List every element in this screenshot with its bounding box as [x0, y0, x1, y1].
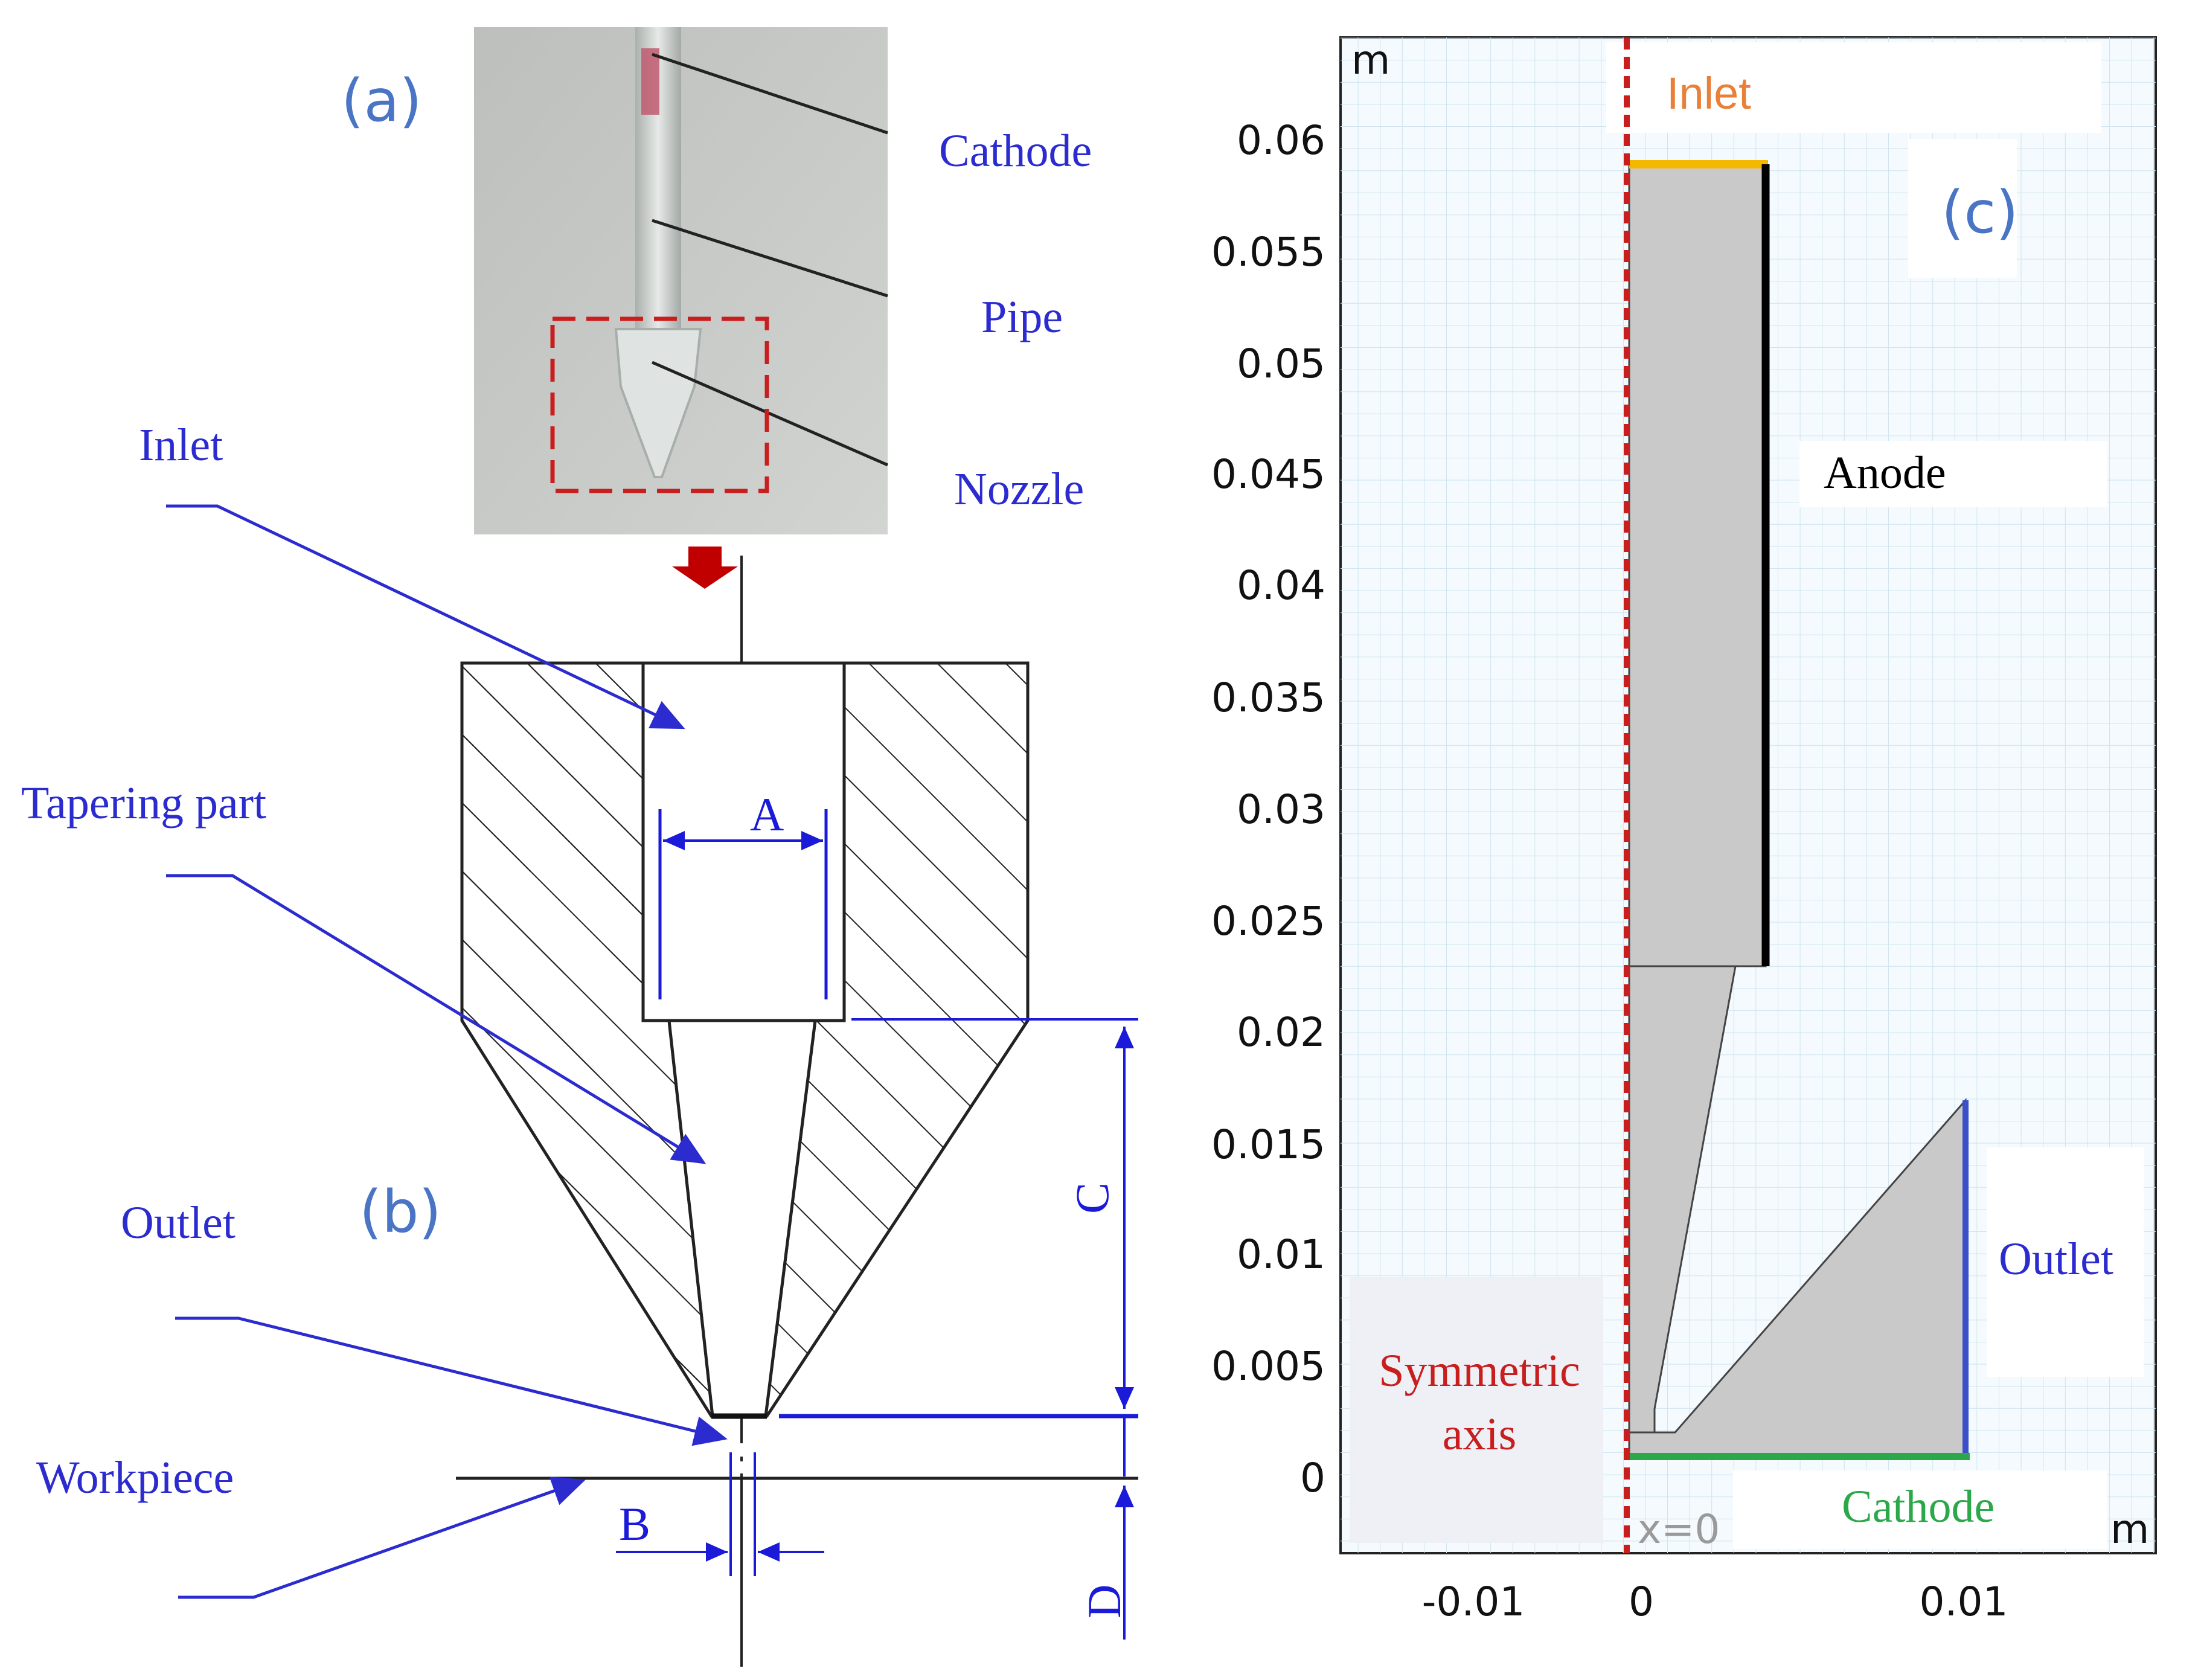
label-inlet: Inlet [139, 420, 223, 470]
panel-b-id: (b) [359, 1178, 441, 1246]
y-tick: 0.035 [1211, 675, 1325, 721]
y-tick: 0 [1300, 1455, 1325, 1501]
y-tick: 0.03 [1237, 786, 1325, 833]
label-symmetric-axis-2: axis [1443, 1409, 1516, 1460]
axis-marker-x0: x=0 [1638, 1506, 1720, 1553]
inlet-leader-arrow [166, 504, 685, 729]
label-outlet-b: Outlet [121, 1197, 236, 1248]
label-cathode-c: Cathode [1842, 1481, 1995, 1532]
label-anode: Anode [1824, 447, 1946, 498]
y-tick: 0.02 [1237, 1009, 1325, 1056]
y-tick: 0.06 [1237, 117, 1325, 164]
label-nozzle: Nozzle [954, 464, 1084, 515]
label-tapering-part: Tapering part [21, 778, 266, 829]
y-tick: 0.05 [1237, 341, 1325, 387]
panel-b: A C D B Inlet Tapering part (b) Outlet W… [21, 420, 1138, 1667]
label-symmetric-axis: Symmetric [1379, 1345, 1580, 1396]
panel-c: 0.06 0.055 0.05 0.045 0.04 0.035 0.03 0.… [1211, 36, 2157, 1625]
y-tick: 0.005 [1211, 1343, 1325, 1390]
label-workpiece: Workpiece [36, 1452, 234, 1503]
label-pipe: Pipe [981, 292, 1063, 342]
pipe-leader [652, 219, 888, 298]
y-tick: 0.04 [1237, 562, 1325, 609]
panel-a: (a) Cathode Pipe Nozzle [341, 27, 1092, 589]
y-unit-label: m [1351, 37, 1390, 83]
y-tick: 0.025 [1211, 898, 1325, 944]
workpiece-leader-arrow [178, 1476, 586, 1599]
y-axis-ticks: 0.06 0.055 0.05 0.045 0.04 0.035 0.03 0.… [1211, 117, 1325, 1501]
x-axis-ticks: -0.01 0 0.01 [1422, 1579, 2008, 1625]
label-inlet-c: Inlet [1667, 68, 1751, 118]
x-tick: 0.01 [1920, 1579, 2008, 1625]
y-tick: 0.055 [1211, 229, 1325, 275]
dim-b-label: B [619, 1498, 650, 1550]
tapering-leader-arrow [166, 874, 706, 1164]
panel-a-id: (a) [341, 67, 422, 135]
outlet-leader-arrow [175, 1316, 728, 1446]
down-arrow-icon [672, 547, 738, 589]
x-unit-label: m [2110, 1506, 2149, 1553]
dim-d-label: D [1078, 1585, 1130, 1618]
y-tick: 0.045 [1211, 451, 1325, 498]
x-tick: -0.01 [1422, 1579, 1525, 1625]
nozzle-highlight-box [550, 316, 769, 493]
cathode-leader [652, 53, 888, 135]
nozzle-leader [652, 361, 888, 467]
y-tick: 0.015 [1211, 1121, 1325, 1168]
dim-c-label: C [1066, 1182, 1118, 1214]
nozzle-photo [474, 27, 888, 534]
y-tick: 0.01 [1237, 1231, 1325, 1278]
panel-c-id: (c) [1941, 179, 2019, 246]
nozzle-tip-shape [614, 328, 702, 478]
label-cathode-photo: Cathode [939, 126, 1092, 176]
label-outlet-c: Outlet [1999, 1234, 2113, 1284]
x-tick: 0 [1629, 1579, 1654, 1625]
dim-a-label: A [750, 788, 784, 841]
